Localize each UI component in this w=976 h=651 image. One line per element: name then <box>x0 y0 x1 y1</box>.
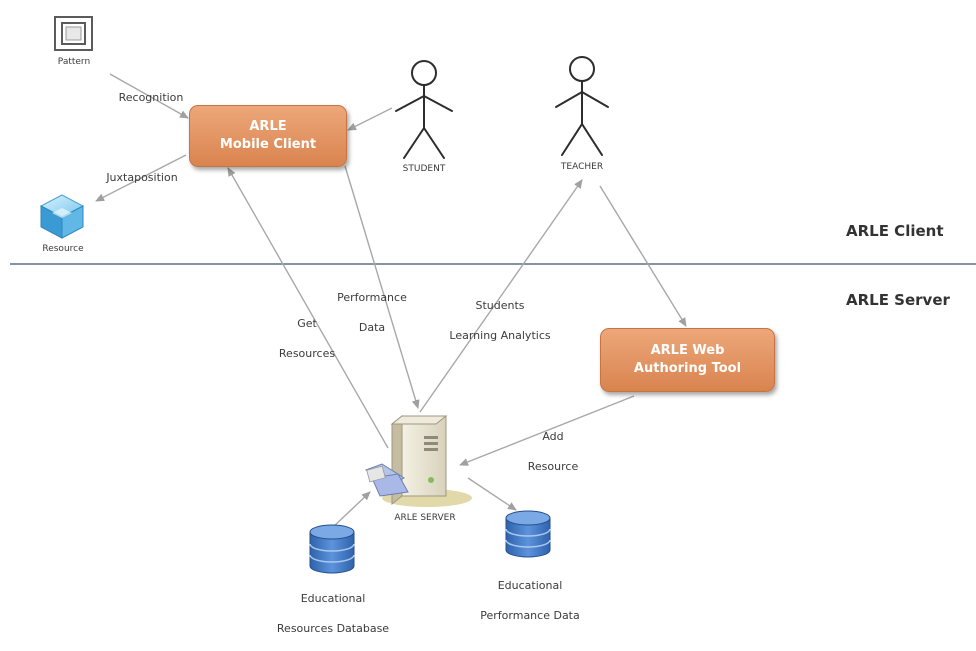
resources-database-icon <box>309 524 355 574</box>
student-label: STUDENT <box>402 164 446 174</box>
pattern-label: Pattern <box>57 57 91 67</box>
students-analytics-label: Students Learning Analytics <box>420 283 580 358</box>
mobile-client-line1: ARLE <box>249 119 287 134</box>
students-analytics-line1: Students <box>475 299 525 312</box>
juxtaposition-label: Juxtaposition <box>106 171 178 184</box>
server-zone-label: ARLE Server <box>846 291 950 309</box>
edge-students-analytics <box>419 179 583 413</box>
web-tool-line2: Authoring Tool <box>633 361 742 376</box>
mobile-client-box: ARLE Mobile Client <box>189 105 347 167</box>
edge-teacher-webtool <box>599 185 687 327</box>
add-resource-label: Add Resource <box>508 414 598 489</box>
students-analytics-line2: Learning Analytics <box>449 329 551 342</box>
server-icon <box>364 414 472 507</box>
get-resources-line1: Get <box>297 317 317 330</box>
resources-db-line1: Educational <box>300 592 366 605</box>
architecture-diagram: ARLE Mobile Client ARLE Web Authoring To… <box>10 16 976 635</box>
resource-label: Resource <box>42 244 84 254</box>
pattern-icon <box>54 16 93 51</box>
performance-data-line2: Data <box>358 321 386 334</box>
mobile-client-line2: Mobile Client <box>219 137 317 152</box>
get-resources-line2: Resources <box>278 347 336 360</box>
diagram-canvas <box>10 16 976 574</box>
get-resources-label: Get Resources <box>262 301 352 376</box>
web-authoring-tool-box: ARLE Web Authoring Tool <box>600 328 775 392</box>
performance-db-line2: Performance Data <box>480 609 580 622</box>
performance-db-label: Educational Performance Data <box>450 563 610 638</box>
edge-recognition <box>109 73 189 119</box>
edge-performance-db <box>467 477 517 511</box>
edge-juxtaposition <box>95 154 187 202</box>
teacher-figure-icon <box>555 56 609 156</box>
student-figure-icon <box>395 60 453 159</box>
resources-db-line2: Resources Database <box>276 622 390 635</box>
performance-database-icon <box>505 510 551 558</box>
resources-db-label: Educational Resources Database <box>248 576 418 651</box>
add-resource-line1: Add <box>542 430 564 443</box>
performance-db-line1: Educational <box>497 579 563 592</box>
performance-data-line1: Performance <box>337 291 407 304</box>
resource-cube-icon <box>39 194 85 239</box>
add-resource-line2: Resource <box>527 460 579 473</box>
edge-add-resource <box>459 395 635 466</box>
edge-get-resources <box>227 167 389 449</box>
edge-resources-db <box>331 491 371 529</box>
edge-student-client <box>347 107 393 131</box>
web-tool-line1: ARLE Web <box>650 343 725 358</box>
performance-data-label: Performance Data <box>322 275 422 350</box>
recognition-label: Recognition <box>118 91 184 104</box>
client-zone-label: ARLE Client <box>846 222 944 240</box>
server-label: ARLE SERVER <box>394 513 456 523</box>
edge-performance-data <box>344 165 420 409</box>
teacher-label: TEACHER <box>560 162 604 172</box>
